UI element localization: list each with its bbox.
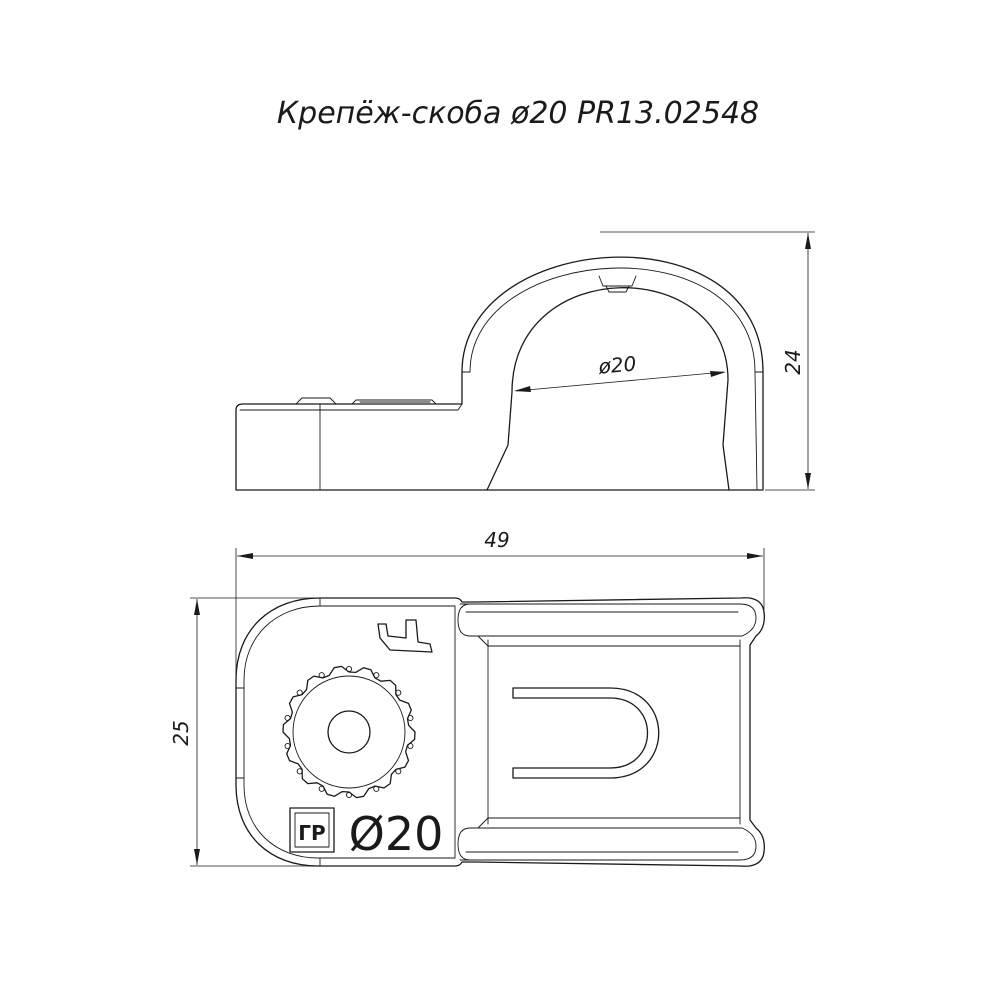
gear-outline xyxy=(282,665,416,799)
gear-notch xyxy=(395,689,402,696)
size-marking: Ø20 xyxy=(349,807,444,861)
gear-notch xyxy=(373,672,380,679)
dimension-inner-diameter: ø20 xyxy=(514,351,726,392)
side-view xyxy=(235,256,764,491)
center-hole xyxy=(327,710,371,754)
length-label: 49 xyxy=(484,528,509,552)
gear-notch xyxy=(373,785,380,792)
inner-diameter-label: ø20 xyxy=(597,351,638,378)
logo-mark: ГР xyxy=(289,807,335,853)
gear-notch xyxy=(284,742,291,750)
dimension-length: 49 xyxy=(235,528,765,680)
height-label: 24 xyxy=(781,349,805,374)
gear-notch xyxy=(407,714,414,722)
gear-inner-circle xyxy=(292,675,406,789)
gear-notch xyxy=(296,689,303,696)
gear-notch xyxy=(407,742,414,750)
gear-notch xyxy=(345,791,353,799)
gear-notch xyxy=(318,785,325,792)
dimension-width: 25 xyxy=(169,597,320,867)
dimension-height: 24 xyxy=(600,231,815,491)
gear-ring xyxy=(282,665,416,799)
logo-text: ГР xyxy=(298,821,325,845)
width-label: 25 xyxy=(169,720,193,745)
gear-notch xyxy=(345,665,353,673)
gear-notch xyxy=(395,768,402,775)
drawing-title: Крепёж-скоба ø20 PR13.02548 xyxy=(277,96,759,131)
top-view: ГР Ø20 xyxy=(235,597,765,867)
gear-notch xyxy=(296,768,303,775)
gear-notch xyxy=(318,672,325,679)
gear-notch xyxy=(284,714,291,722)
